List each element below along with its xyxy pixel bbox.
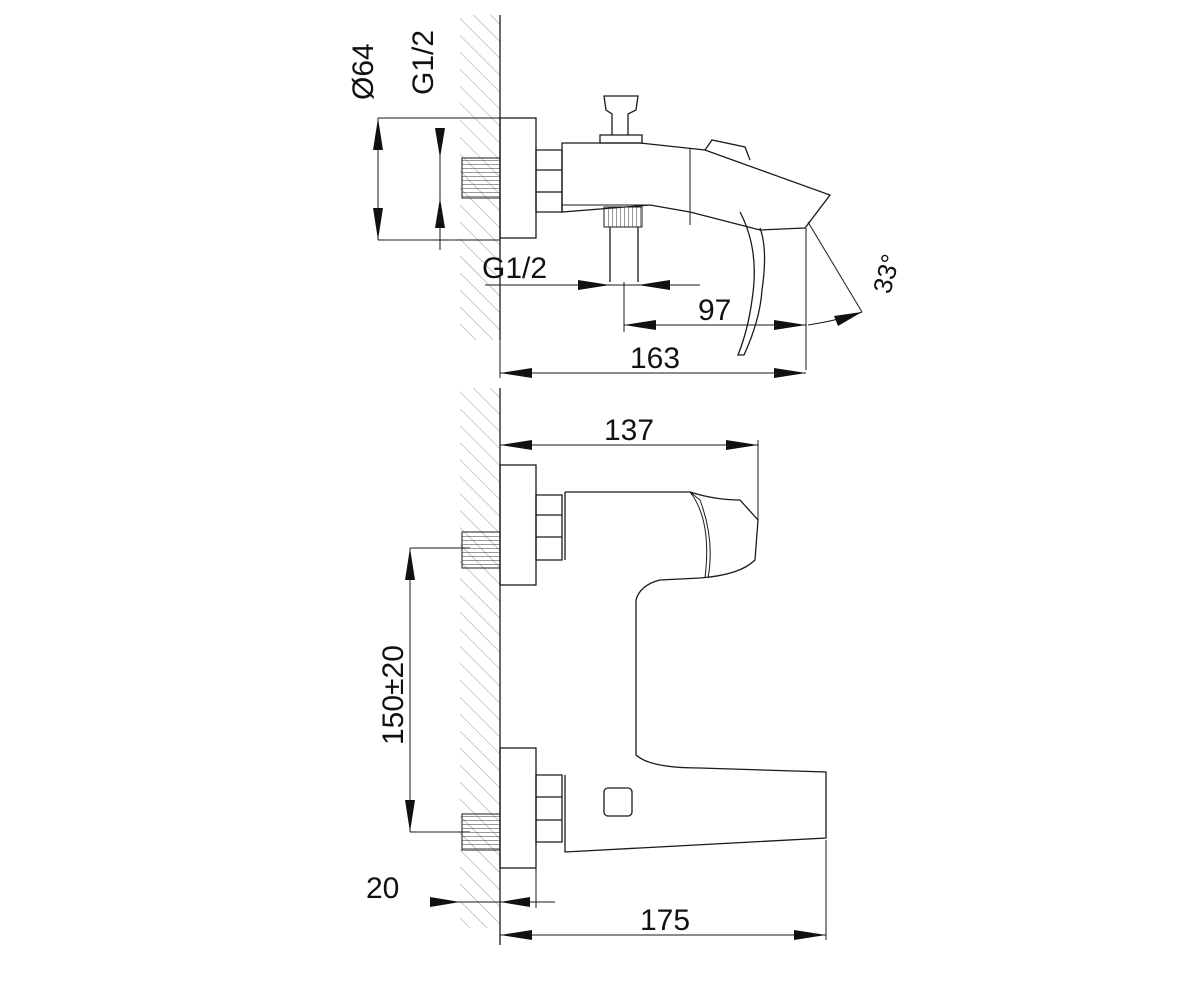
mixer-body-detail-top	[562, 148, 691, 225]
label-wall-offset: 20	[366, 872, 399, 905]
arrow-97-left	[624, 320, 656, 330]
arrow-163-left	[500, 368, 532, 378]
diverter-knob-top	[599, 95, 643, 144]
arrow-163-right	[774, 368, 806, 378]
arrow-137-left	[500, 440, 532, 450]
hex-nut-top	[535, 149, 563, 213]
label-total-depth-front: 175	[640, 904, 690, 937]
flange-upper	[499, 464, 537, 586]
arrow-d64-top	[373, 118, 383, 150]
mixer-body-front	[564, 491, 827, 853]
arrow-g12-o-left	[578, 280, 610, 290]
arrow-97-right	[774, 320, 806, 330]
flange-lower	[499, 747, 537, 869]
arrow-g12-o-right	[638, 280, 670, 290]
arrow-175-left	[500, 930, 532, 940]
label-total-depth-top: 163	[630, 342, 680, 375]
label-diameter: Ø64	[347, 43, 380, 100]
cartridge-cap-front	[689, 491, 711, 579]
mixer-body-top	[561, 142, 832, 231]
hex-nut-lower	[535, 774, 563, 843]
arrow-g12-v-top	[435, 128, 445, 158]
top-view: Ø64 G1/2 G1/2 97 33° 163	[347, 15, 906, 378]
arrow-150-top	[405, 548, 415, 580]
arrow-angle	[834, 312, 862, 326]
label-thread-outlet: G1/2	[482, 252, 547, 285]
inlet-thread-upper	[461, 531, 501, 569]
label-depth-body: 137	[604, 414, 654, 447]
outlet-thread-top	[603, 206, 643, 228]
angle-ref-line	[807, 221, 863, 313]
flange-top	[499, 117, 537, 239]
outlet-pipe-top	[609, 227, 639, 282]
label-thread-vertical: G1/2	[407, 30, 440, 95]
arrow-137-right	[726, 440, 758, 450]
arrow-150-bottom	[405, 800, 415, 832]
diverter-button-front	[603, 787, 633, 817]
label-spout-reach: 97	[698, 294, 731, 327]
arrow-175-right	[794, 930, 826, 940]
label-centers: 150±20	[377, 645, 410, 745]
cartridge-cap-top	[704, 139, 751, 161]
label-angle: 33°	[867, 251, 906, 297]
arrow-20-left	[430, 897, 460, 907]
front-view: 137 150±20 20 175	[366, 388, 827, 945]
inlet-thread-top	[461, 157, 501, 199]
arrow-d64-bottom	[373, 208, 383, 240]
arrow-20-right	[500, 897, 530, 907]
arrow-g12-v-bottom	[435, 198, 445, 228]
hex-nut-upper	[535, 494, 563, 561]
lever-handle-top	[737, 211, 766, 356]
